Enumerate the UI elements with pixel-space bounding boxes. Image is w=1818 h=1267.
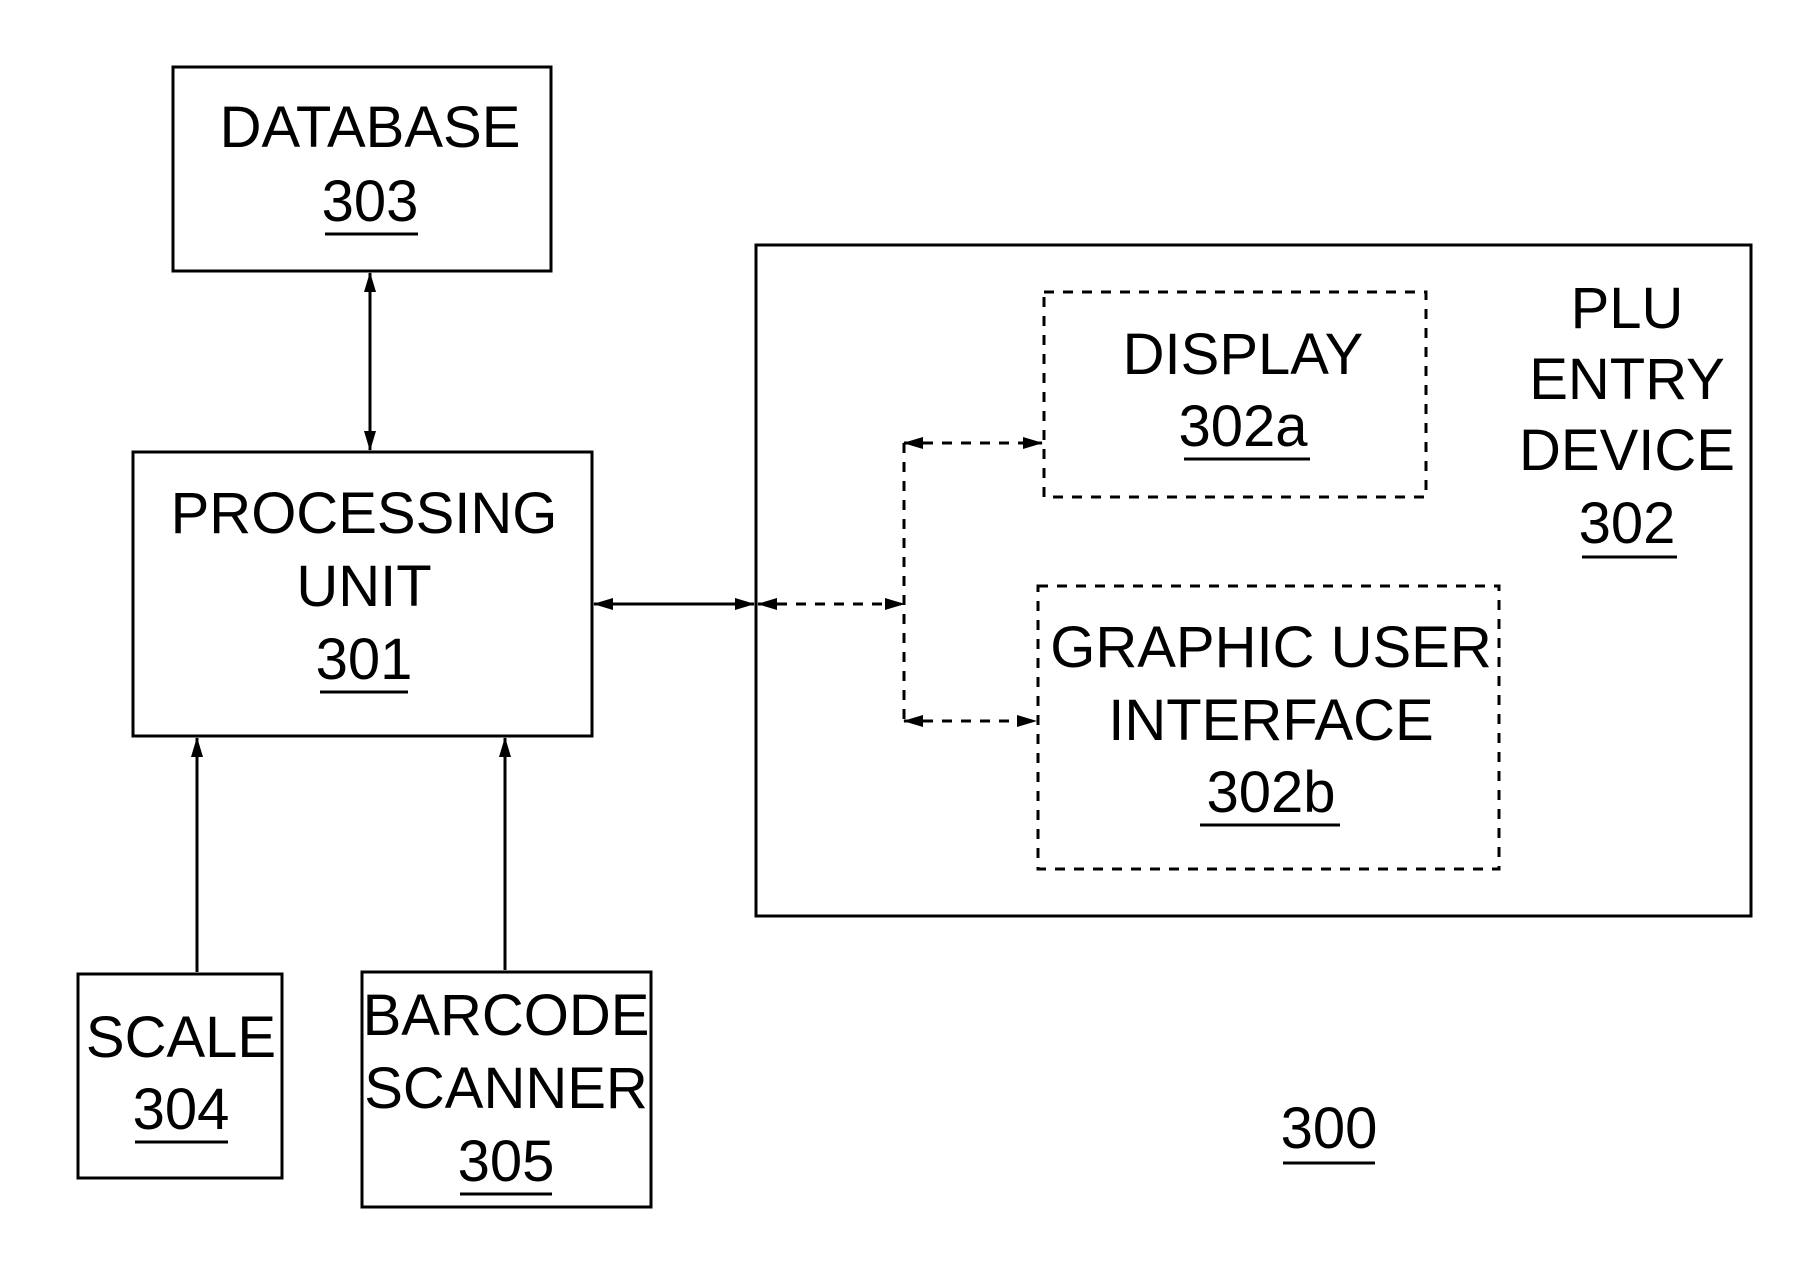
barcode-scanner-box: BARCODE SCANNER 305	[362, 972, 651, 1207]
database-ref: 303	[322, 169, 419, 234]
gui-ref: 302b	[1206, 760, 1335, 825]
processing-unit-line1: PROCESSING	[171, 481, 558, 546]
plu-line1: PLU	[1571, 276, 1684, 341]
gui-line1: GRAPHIC USER	[1050, 615, 1492, 680]
plu-line3: DEVICE	[1519, 418, 1735, 483]
processing-unit-line2: UNIT	[296, 554, 431, 619]
scale-box: SCALE 304	[78, 974, 282, 1178]
barcode-ref: 305	[458, 1129, 555, 1194]
gui-box: GRAPHIC USER INTERFACE 302b	[1038, 586, 1499, 869]
database-label: DATABASE	[220, 95, 521, 160]
plu-line2: ENTRY	[1529, 347, 1725, 412]
processing-unit-box: PROCESSING UNIT 301	[133, 452, 592, 736]
barcode-line2: SCANNER	[364, 1056, 648, 1121]
display-label: DISPLAY	[1123, 322, 1364, 387]
processing-unit-ref: 301	[316, 627, 413, 692]
display-ref: 302a	[1178, 394, 1308, 459]
display-box: DISPLAY 302a	[1044, 292, 1426, 497]
plu-ref: 302	[1579, 491, 1676, 556]
scale-ref: 304	[133, 1077, 230, 1142]
barcode-line1: BARCODE	[363, 983, 650, 1048]
scale-label: SCALE	[86, 1005, 276, 1070]
gui-line2: INTERFACE	[1108, 688, 1434, 753]
database-box: DATABASE 303	[173, 67, 551, 271]
figure-ref: 300	[1281, 1096, 1378, 1161]
